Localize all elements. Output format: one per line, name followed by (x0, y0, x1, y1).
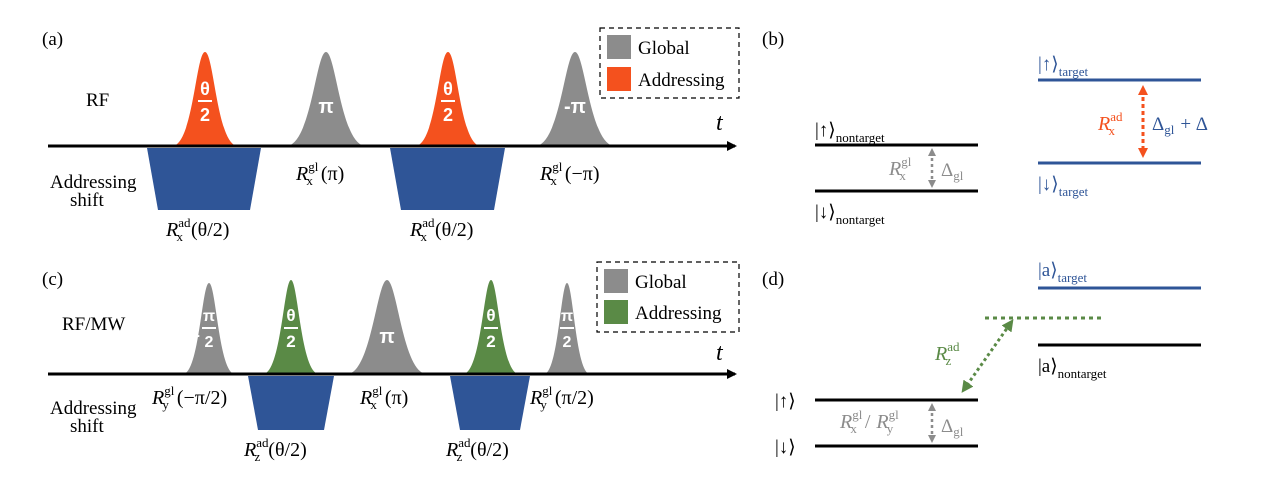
down-state-label: |↓⟩ (775, 437, 796, 458)
panel-a: (a) RF θ 2 π θ 2 -π t Addressing shift R… (42, 27, 740, 244)
target-down-label: |↓⟩target (1038, 174, 1088, 199)
legend-swatch-global (604, 269, 628, 293)
panel-d-label: (d) (762, 269, 784, 290)
pulse-theta: θ (443, 79, 453, 99)
panel-c: (c) RF/MW - π 2 θ 2 π θ 2 π 2 t Addressi… (42, 261, 740, 464)
pulse-theta: θ (286, 306, 295, 325)
addressing-pulse (172, 52, 238, 146)
pulse-denominator: 2 (443, 105, 453, 125)
pulse-denominator: 2 (563, 334, 572, 351)
legend-swatch-addressing (607, 67, 631, 91)
legend-label-global: Global (638, 38, 690, 59)
legend-swatch-addressing (604, 300, 628, 324)
legend: Global Addressing (596, 261, 740, 333)
delta-gl-label: Δgl (941, 160, 964, 183)
up-state-label: |↑⟩ (775, 391, 796, 412)
nontarget-up-label: |↑⟩nontarget (815, 120, 885, 145)
panel-c-label: (c) (42, 269, 63, 290)
channel-label-rf: RF (86, 90, 109, 111)
a-target-label: |a⟩target (1038, 260, 1087, 285)
pulse-minus-pi: -π (564, 96, 586, 118)
nontarget-down-label: |↓⟩nontarget (815, 202, 885, 227)
pulse-denominator: 2 (286, 332, 295, 351)
delta-sum-label: Δgl+ Δ (1152, 114, 1208, 137)
pulse-theta: θ (200, 79, 210, 99)
pulse-denominator: 2 (486, 332, 495, 351)
legend-swatch-global (607, 35, 631, 59)
pulse-denominator: 2 (205, 334, 214, 351)
time-axis-label: t (716, 110, 724, 136)
a-nontarget-label: |a⟩nontarget (1038, 356, 1107, 381)
legend-box (599, 27, 740, 99)
addressing-shift-label: Addressing (50, 398, 137, 419)
addressing-shift-label: shift (70, 416, 105, 437)
global-pulse (286, 52, 366, 146)
addressing-shift-block (147, 148, 261, 210)
global-pulse (347, 280, 427, 374)
legend-box (596, 261, 740, 333)
pulse-pi: π (203, 308, 215, 325)
addressing-shift-block (390, 148, 505, 210)
panel-b-label: (b) (762, 29, 784, 50)
legend: Global Addressing (599, 27, 740, 99)
addressing-pulse (415, 52, 481, 146)
pulse-pi: π (379, 326, 394, 348)
panel-a-label: (a) (42, 29, 63, 50)
addressing-shift-label: Addressing (50, 172, 137, 193)
addressing-shift-block (450, 376, 530, 430)
pulse-minus-sign: - (195, 327, 200, 344)
pulse-theta: θ (486, 306, 495, 325)
delta-gl-label: Δgl (941, 416, 964, 439)
channel-label-rfmw: RF/MW (62, 314, 125, 335)
pulse-denominator: 2 (200, 105, 210, 125)
target-up-label: |↑⟩target (1038, 54, 1088, 79)
pulse-pi: π (561, 308, 573, 325)
legend-label-addressing: Addressing (635, 303, 722, 324)
global-pulse (535, 52, 615, 146)
legend-label-addressing: Addressing (638, 70, 725, 91)
pulse-pi: π (318, 96, 333, 118)
time-axis-label: t (716, 340, 724, 366)
addressing-shift-block (248, 376, 334, 430)
legend-label-global: Global (635, 272, 687, 293)
z-rotation-arrow (961, 319, 1014, 393)
addressing-shift-label: shift (70, 190, 105, 211)
